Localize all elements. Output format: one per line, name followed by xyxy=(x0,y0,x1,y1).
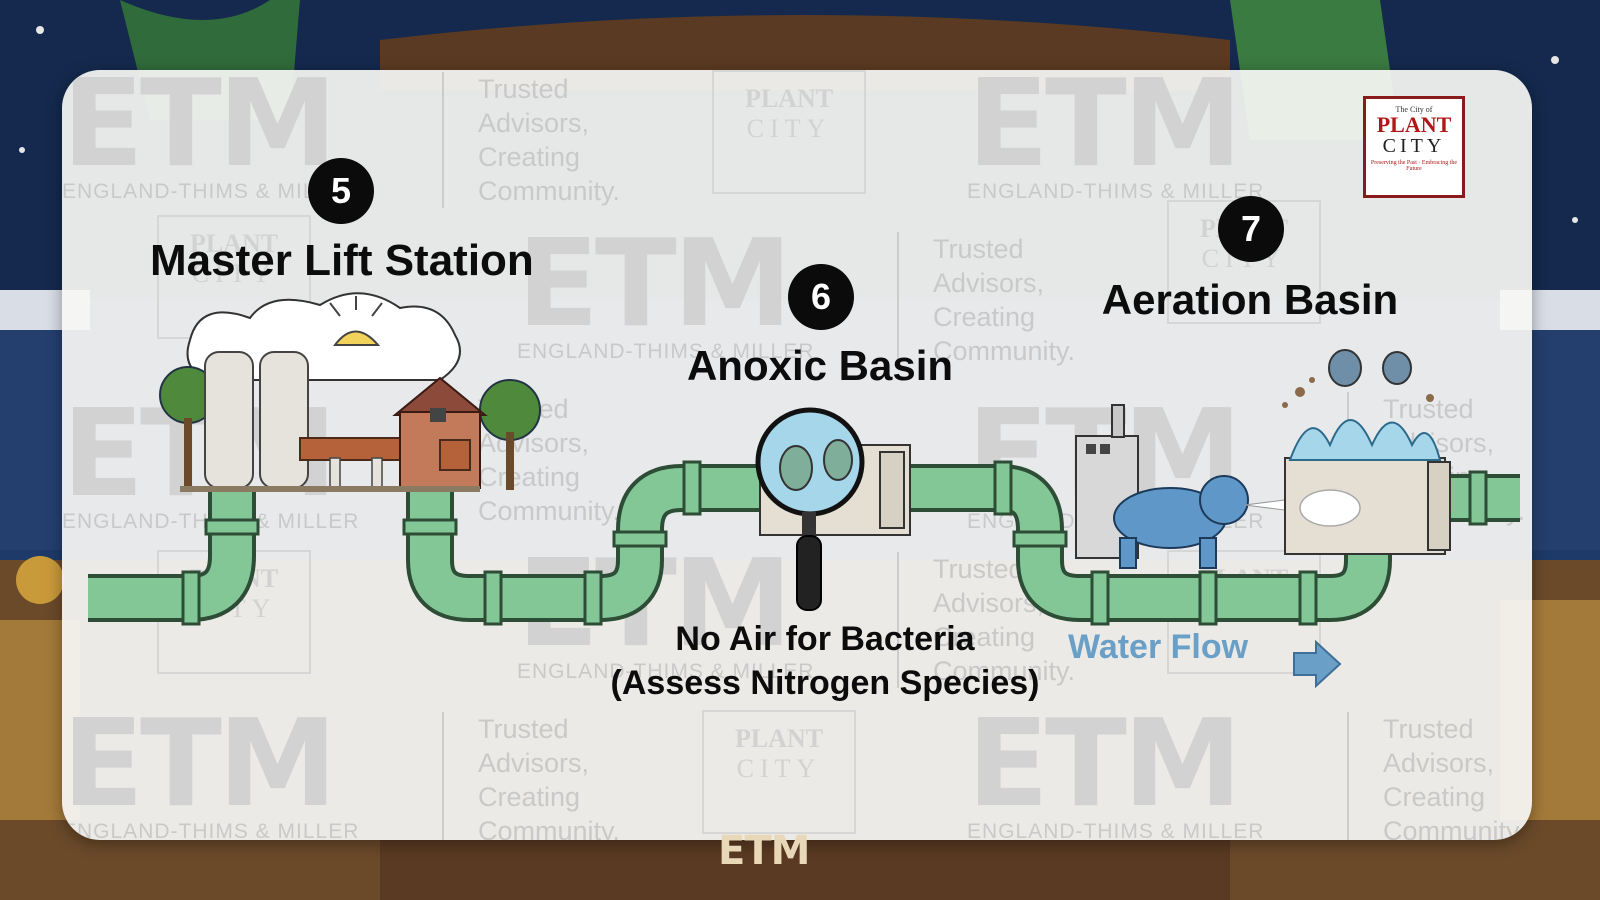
aeration-basin-illustration xyxy=(1076,350,1450,568)
plant-city-logo: The City of PLANT CITY Preserving the Pa… xyxy=(1363,96,1465,198)
step-5-number: 5 xyxy=(308,158,374,224)
water-flow-label: Water Flow xyxy=(1068,628,1248,667)
step-7-title: Aeration Basin xyxy=(1090,276,1410,324)
step-6-note-line1: No Air for Bacteria xyxy=(610,620,1040,659)
step-7-number: 7 xyxy=(1218,196,1284,262)
flow-arrow-icon xyxy=(1294,642,1340,686)
master-lift-station-illustration xyxy=(160,293,540,492)
bottom-etm-mark: ETM xyxy=(718,828,809,874)
step-6-number: 6 xyxy=(788,264,854,330)
step-5-title: Master Lift Station xyxy=(150,236,530,286)
anoxic-basin-illustration xyxy=(758,410,910,610)
step-6-title: Anoxic Basin xyxy=(660,342,980,390)
step-6-note-line2: (Assess Nitrogen Species) xyxy=(590,664,1060,703)
